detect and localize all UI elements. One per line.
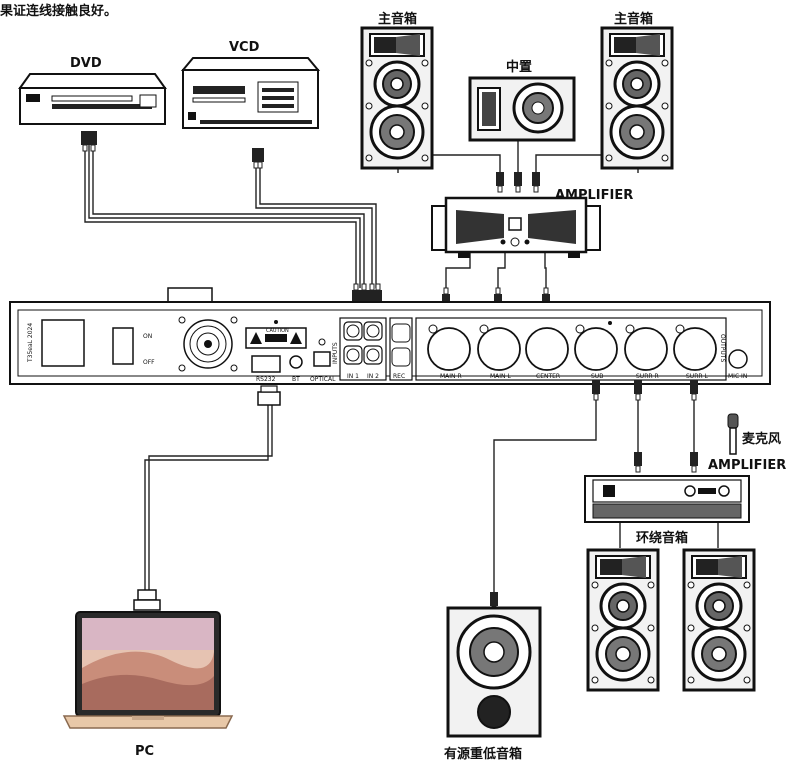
center-speaker-icon	[468, 76, 576, 142]
panel-main-r-label: MAIN R	[440, 373, 462, 380]
panel-mic-in-label: MIC IN	[728, 373, 747, 380]
surround-amplifier-icon	[584, 475, 750, 523]
surround-amplifier-label: AMPLIFIER	[708, 458, 787, 473]
panel-caution-label: CAUTION	[266, 328, 289, 334]
panel-optical-label: OPTICAL	[310, 376, 336, 383]
panel-main-l-label: MAIN L	[490, 373, 511, 380]
connection-note: 果证连线接触良好。	[0, 4, 118, 19]
panel-rec-label: REC	[393, 373, 405, 380]
vcd-label: VCD	[229, 40, 260, 55]
subwoofer-icon	[446, 606, 542, 738]
surround-amp-plug	[633, 451, 643, 473]
panel-surr-r-label: SURR R	[636, 373, 659, 380]
speaker-plug	[531, 171, 541, 193]
front-amplifier-label: AMPLIFIER	[555, 188, 634, 203]
panel-sub-label: SUB	[591, 373, 603, 380]
main-speaker-right-label: 主音箱	[614, 12, 654, 27]
sub-output-plug	[591, 379, 601, 401]
main-speaker-left-icon	[360, 26, 434, 170]
processor-rear-panel	[9, 287, 771, 385]
main-speaker-left-label: 主音箱	[378, 12, 418, 27]
dvd-rca-plug	[80, 130, 90, 152]
panel-center-label: CENTER	[536, 373, 560, 380]
surround-speaker-label: 环绕音箱	[636, 531, 689, 546]
panel-off-label: OFF	[143, 359, 155, 366]
speaker-plug	[513, 171, 523, 193]
dvd-label: DVD	[70, 56, 102, 71]
surround-output-plug	[633, 379, 643, 401]
surround-output-plug	[689, 379, 699, 401]
main-speaker-right-icon	[600, 26, 674, 170]
panel-outputs-label: OUTPUTS	[719, 334, 726, 362]
rs232-plug-icon	[257, 385, 281, 406]
surround-speaker-right-icon	[682, 548, 756, 692]
microphone-icon	[727, 413, 739, 455]
subwoofer-label: 有源重低音箱	[444, 747, 523, 762]
panel-in2-label: IN 2	[367, 373, 379, 380]
center-speaker-label: 中置	[506, 60, 533, 75]
vcd-player-icon	[180, 57, 321, 129]
dvd-rca-plug	[88, 130, 98, 152]
dvd-player-icon	[18, 73, 167, 125]
panel-rs232-label: RS232	[256, 376, 276, 383]
panel-in1-label: IN 1	[347, 373, 359, 380]
microphone-label: 麦克风	[742, 432, 782, 447]
surround-speaker-left-icon	[586, 548, 660, 692]
surround-amp-plug	[689, 451, 699, 473]
panel-bt-label: BT	[292, 376, 300, 383]
panel-model-text: T35eaL 2024	[27, 323, 34, 363]
front-amplifier-icon	[431, 196, 601, 258]
panel-inputs-label: INPUTS	[332, 342, 339, 364]
panel-on-label: ON	[143, 333, 152, 340]
panel-surr-l-label: SURR L	[686, 373, 708, 380]
pc-laptop-icon	[62, 589, 234, 729]
speaker-plug	[495, 171, 505, 193]
pc-label: PC	[135, 744, 155, 759]
